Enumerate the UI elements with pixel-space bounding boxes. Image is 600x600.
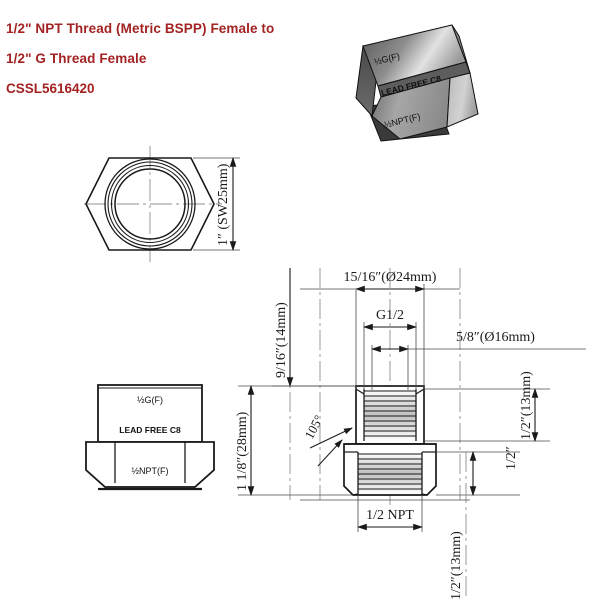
dim-right-upper: 1/2″(13mm) — [424, 371, 550, 443]
end-view-circle-outer — [104, 158, 196, 250]
section-upper-threads — [355, 388, 425, 441]
end-hex-view-group: 1″ (SW25mm) — [84, 146, 240, 262]
render-upper-right-face — [451, 24, 471, 74]
side-view-marking-g: ½G(F) — [137, 395, 163, 405]
dim-bore: 5/8″(Ø16mm) — [370, 330, 586, 390]
cross-section-view-group: 15/16″(Ø24mm) G1/2 — [235, 268, 586, 600]
section-lower-threads — [344, 451, 436, 496]
dim-across-flats-top: 15/16″(Ø24mm) — [300, 270, 460, 390]
end-view-circle-inner — [114, 168, 186, 240]
part-number: CSSL5616420 — [6, 81, 95, 96]
dim-height-total-label: 1 1/8″(28mm) — [235, 411, 250, 491]
dim-height-upper-label: 9/16″(14mm) — [274, 302, 289, 378]
end-view-dimension-label: 1″ (SW25mm) — [216, 163, 231, 246]
end-view-circle-mid1 — [107, 161, 193, 247]
dim-right-lower-short-label: 1/2″ — [504, 446, 519, 470]
dim-chamfer-angle-label: 105° — [301, 413, 326, 442]
dim-bore-label: 5/8″(Ø16mm) — [456, 330, 535, 345]
dim-right-lower-label: 1/2″(13mm) — [449, 531, 464, 600]
dim-thread-g: G1/2 — [362, 308, 418, 390]
product-title-line-2: 1/2" G Thread Female — [6, 51, 147, 66]
side-view-marking-npt: ½NPT(F) — [132, 466, 169, 476]
side-elevation-view-group: ½G(F) LEAD FREE C8 ½NPT(F) — [85, 384, 215, 491]
dim-bottom-thread: 1/2 NPT — [300, 495, 470, 532]
dim-right-upper-label: 1/2″(13mm) — [519, 371, 534, 440]
dim-bottom-thread-label: 1/2 NPT — [366, 508, 414, 523]
dim-right-lower: 1/2″(13mm) — [449, 452, 467, 600]
side-view-hex-flats — [85, 442, 215, 488]
dim-height-total: 1 1/8″(28mm) — [235, 384, 356, 497]
dim-thread-g-label: G1/2 — [376, 308, 404, 323]
product-title-line-1: 1/2" NPT Thread (Metric BSPP) Female to — [6, 21, 275, 36]
title-block: 1/2" NPT Thread (Metric BSPP) Female to … — [6, 14, 356, 104]
side-view-marking-leadfree: LEAD FREE C8 — [119, 425, 181, 435]
render-right-face — [446, 72, 479, 128]
dim-right-lower-short: 1/2″ — [436, 446, 520, 497]
dim-across-flats-top-label: 15/16″(Ø24mm) — [344, 270, 437, 285]
end-view-circle-mid2 — [110, 164, 190, 244]
product-render-group: ½G(F) LEAD FREE C8 ½NPT(F) — [355, 24, 479, 142]
end-view-hexagon — [85, 157, 215, 251]
dim-height-upper: 9/16″(14mm) — [272, 268, 356, 388]
side-view-hex-body — [85, 441, 215, 488]
